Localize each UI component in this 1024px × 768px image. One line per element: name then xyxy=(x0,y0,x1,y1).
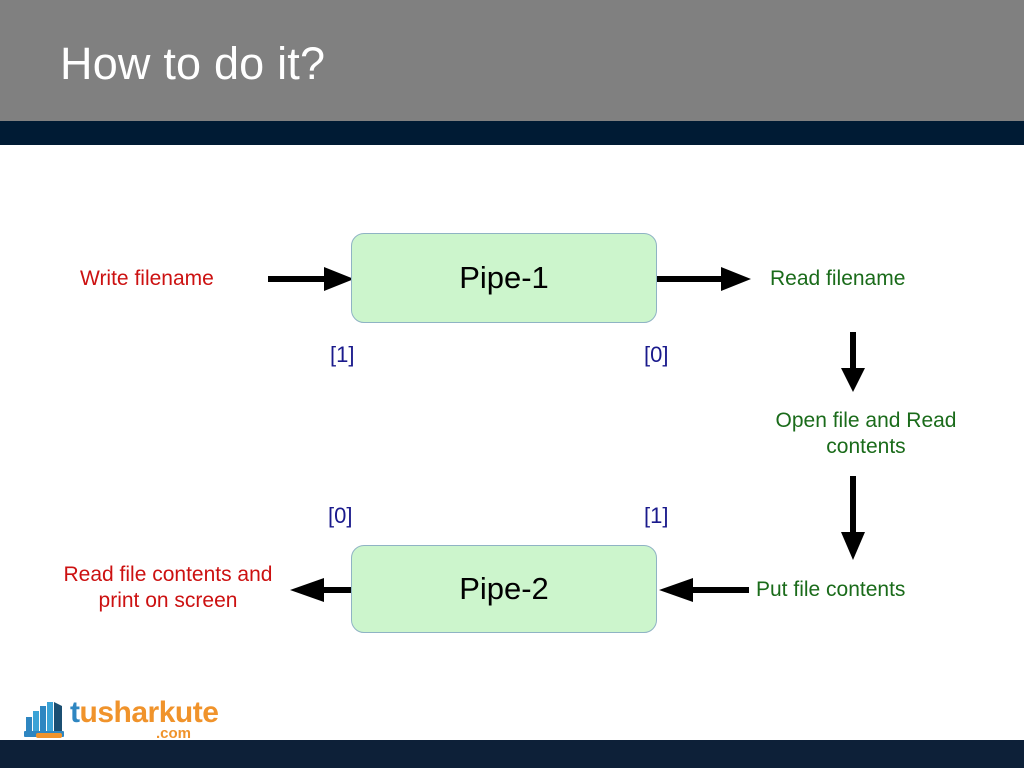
arrow-put-contents-into-pipe2 xyxy=(659,578,749,602)
arrow-pipe2-to-read-print xyxy=(290,578,358,602)
slide-header-band xyxy=(0,0,1024,121)
pipe-1-label: Pipe-1 xyxy=(459,260,549,295)
port-label-pipe1-write: [1] xyxy=(330,342,355,367)
arrow-down-to-open-file xyxy=(841,332,865,392)
arrow-write-into-pipe1 xyxy=(268,267,354,291)
page-title: How to do it? xyxy=(60,38,326,89)
arrow-pipe1-to-read xyxy=(657,267,751,291)
pipe-2-label: Pipe-2 xyxy=(459,571,549,606)
slide-header-rule xyxy=(0,121,1024,145)
label-read-filename: Read filename xyxy=(770,267,906,290)
logo-wordmark: tusharkute xyxy=(70,696,219,729)
logo-domain: .com xyxy=(156,725,192,742)
books-stack-icon xyxy=(24,702,64,738)
pipe-1-box: Pipe-1 xyxy=(351,233,657,323)
label-write-filename: Write filename xyxy=(80,267,214,290)
label-put-file-contents: Put file contents xyxy=(756,578,906,601)
label-open-file-line1: Open file and Read contents xyxy=(775,409,957,458)
label-open-file-read-contents: Open file and Read contents xyxy=(766,408,966,460)
pipe-2-box: Pipe-2 xyxy=(351,545,657,633)
slide-footer-band xyxy=(0,740,1024,768)
port-label-pipe2-write: [1] xyxy=(644,503,669,528)
port-label-pipe2-read: [0] xyxy=(328,503,353,528)
site-logo: tusharkute .com xyxy=(24,697,224,745)
logo-word-first: t xyxy=(70,696,80,729)
label-read-print-text: Read file contents and print on screen xyxy=(63,563,273,612)
logo-word-rest: usharkute xyxy=(79,696,219,729)
label-read-contents-print: Read file contents and print on screen xyxy=(50,562,286,614)
arrow-down-to-put-contents xyxy=(841,476,865,560)
port-label-pipe1-read: [0] xyxy=(644,342,669,367)
